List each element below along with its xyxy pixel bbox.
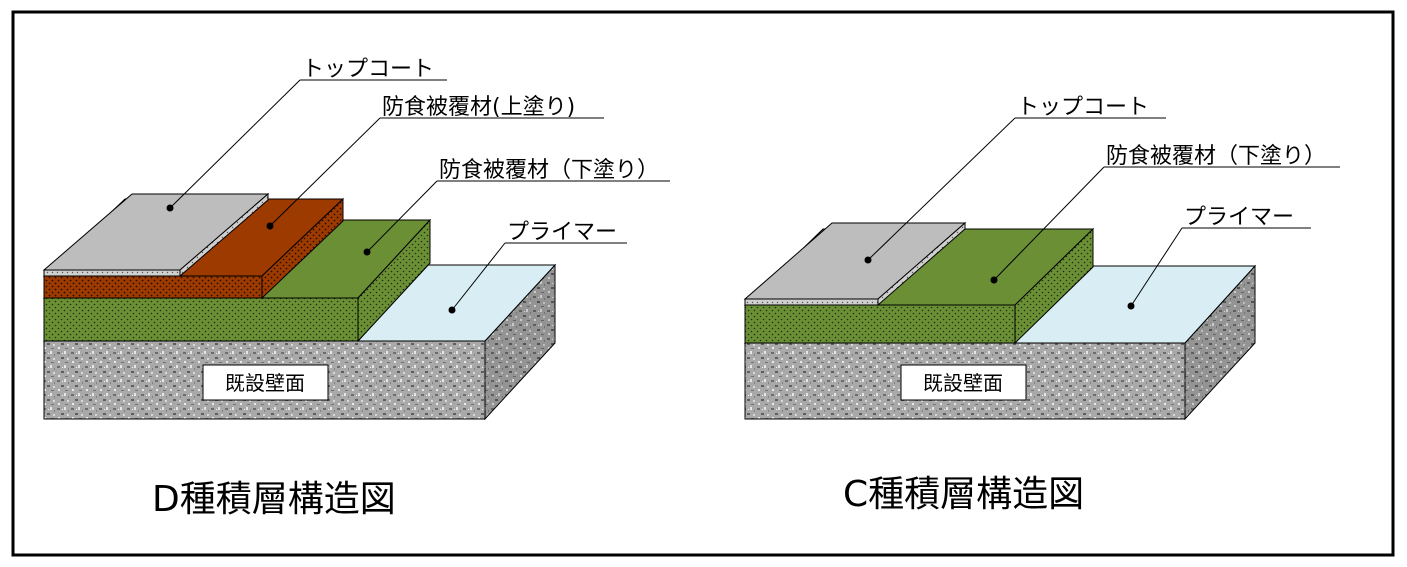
diagram-title-d: D種積層構造図 [152, 479, 396, 520]
base-label-box [900, 364, 1027, 401]
top-coat-layer [743, 221, 967, 307]
diagram-c-type: 既設壁面 トップコート 防食被覆材（下塗り） プライマー C種積層構造図 [743, 95, 1340, 515]
label-upper-coat: 防食被覆材(上塗り) [382, 95, 575, 120]
base-label: 既設壁面 [923, 371, 1003, 395]
leader-lower-coat [363, 180, 670, 256]
diagram-d-type: 既設壁面 トップコート 防食被覆材(上塗り) 防食被覆材（下塗り） プライマー … [42, 57, 670, 520]
label-primer: プライマー [507, 220, 617, 245]
label-top-coat: トップコート [1017, 95, 1149, 120]
diagram-title-c: C種積層構造図 [843, 474, 1084, 515]
leader-upper-coat [266, 117, 604, 230]
outer-frame [11, 10, 1395, 557]
leader-top-coat [166, 79, 447, 212]
base-label-box [202, 364, 329, 401]
leader-top-coat [864, 117, 1166, 264]
label-primer: プライマー [1184, 205, 1294, 230]
base-label: 既設壁面 [225, 371, 305, 395]
leader-lower-coat [990, 166, 1340, 284]
top-coat-layer [42, 192, 270, 278]
label-top-coat: トップコート [302, 57, 434, 82]
leader-primer [1127, 227, 1311, 310]
leader-primer [448, 242, 627, 314]
label-lower-coat: 防食被覆材（下塗り） [439, 158, 659, 183]
label-lower-coat: 防食被覆材（下塗り） [1106, 144, 1326, 169]
